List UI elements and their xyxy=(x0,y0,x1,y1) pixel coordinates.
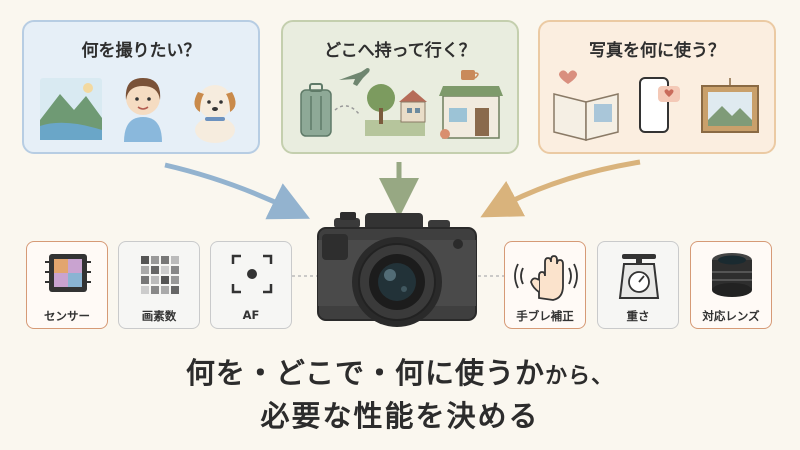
feature-label: 重さ xyxy=(626,309,650,323)
framed-picture-icon xyxy=(701,78,759,133)
arrow-use-to-camera xyxy=(480,159,641,218)
headline-small: から、 xyxy=(545,364,615,389)
airplane-icon xyxy=(339,68,370,86)
feature-label: AF xyxy=(242,308,260,322)
feature-label: 画素数 xyxy=(141,309,177,323)
feature-weight: 重さ xyxy=(597,241,679,329)
card-how-to-use: 写真を何に使う？ xyxy=(538,20,776,154)
card-title: 写真を何に使う？ xyxy=(589,41,725,61)
headline-main: 何を・どこで・何に使うか xyxy=(185,356,546,390)
scale-icon xyxy=(618,254,660,299)
card-illustrations xyxy=(300,68,503,139)
card-where-to-take: どこへ持って行く？ xyxy=(281,20,519,154)
headline-line-2: 必要な性能を決める xyxy=(260,399,540,433)
card-what-to-shoot: 何を撮りたい？ xyxy=(22,20,260,154)
feature-label: 手ブレ補正 xyxy=(516,309,574,323)
hand-shake-icon xyxy=(514,255,578,301)
sensor-icon xyxy=(45,254,91,292)
smartphone-icon xyxy=(639,77,680,133)
cafe-icon xyxy=(439,70,503,139)
feature-lens: 対応レンズ xyxy=(690,241,772,329)
headline-line-1: 何を・どこで・何に使うかから、 xyxy=(0,350,800,392)
lens-icon xyxy=(712,253,752,297)
card-illustrations xyxy=(40,78,236,143)
feature-af: AF xyxy=(210,241,292,329)
town-icon xyxy=(365,84,427,136)
card-title: 何を撮りたい？ xyxy=(81,41,201,61)
feature-pixels: 画素数 xyxy=(118,241,200,329)
arrow-what-to-camera xyxy=(164,162,311,220)
autofocus-icon xyxy=(231,254,273,294)
landscape-icon xyxy=(40,78,102,140)
card-title: どこへ持って行く？ xyxy=(324,41,476,61)
card-illustrations xyxy=(553,70,759,141)
feature-sensor: センサー xyxy=(26,241,108,329)
suitcase-icon xyxy=(300,83,332,137)
photo-album-icon xyxy=(553,70,619,141)
feature-label: 対応レンズ xyxy=(702,309,760,323)
feature-label: センサー xyxy=(44,309,90,323)
feature-stabilization: 手ブレ補正 xyxy=(504,241,586,329)
pixel-grid-icon xyxy=(141,256,179,294)
camera-icon xyxy=(317,212,477,327)
dog-icon xyxy=(194,85,236,143)
person-icon xyxy=(124,78,162,142)
